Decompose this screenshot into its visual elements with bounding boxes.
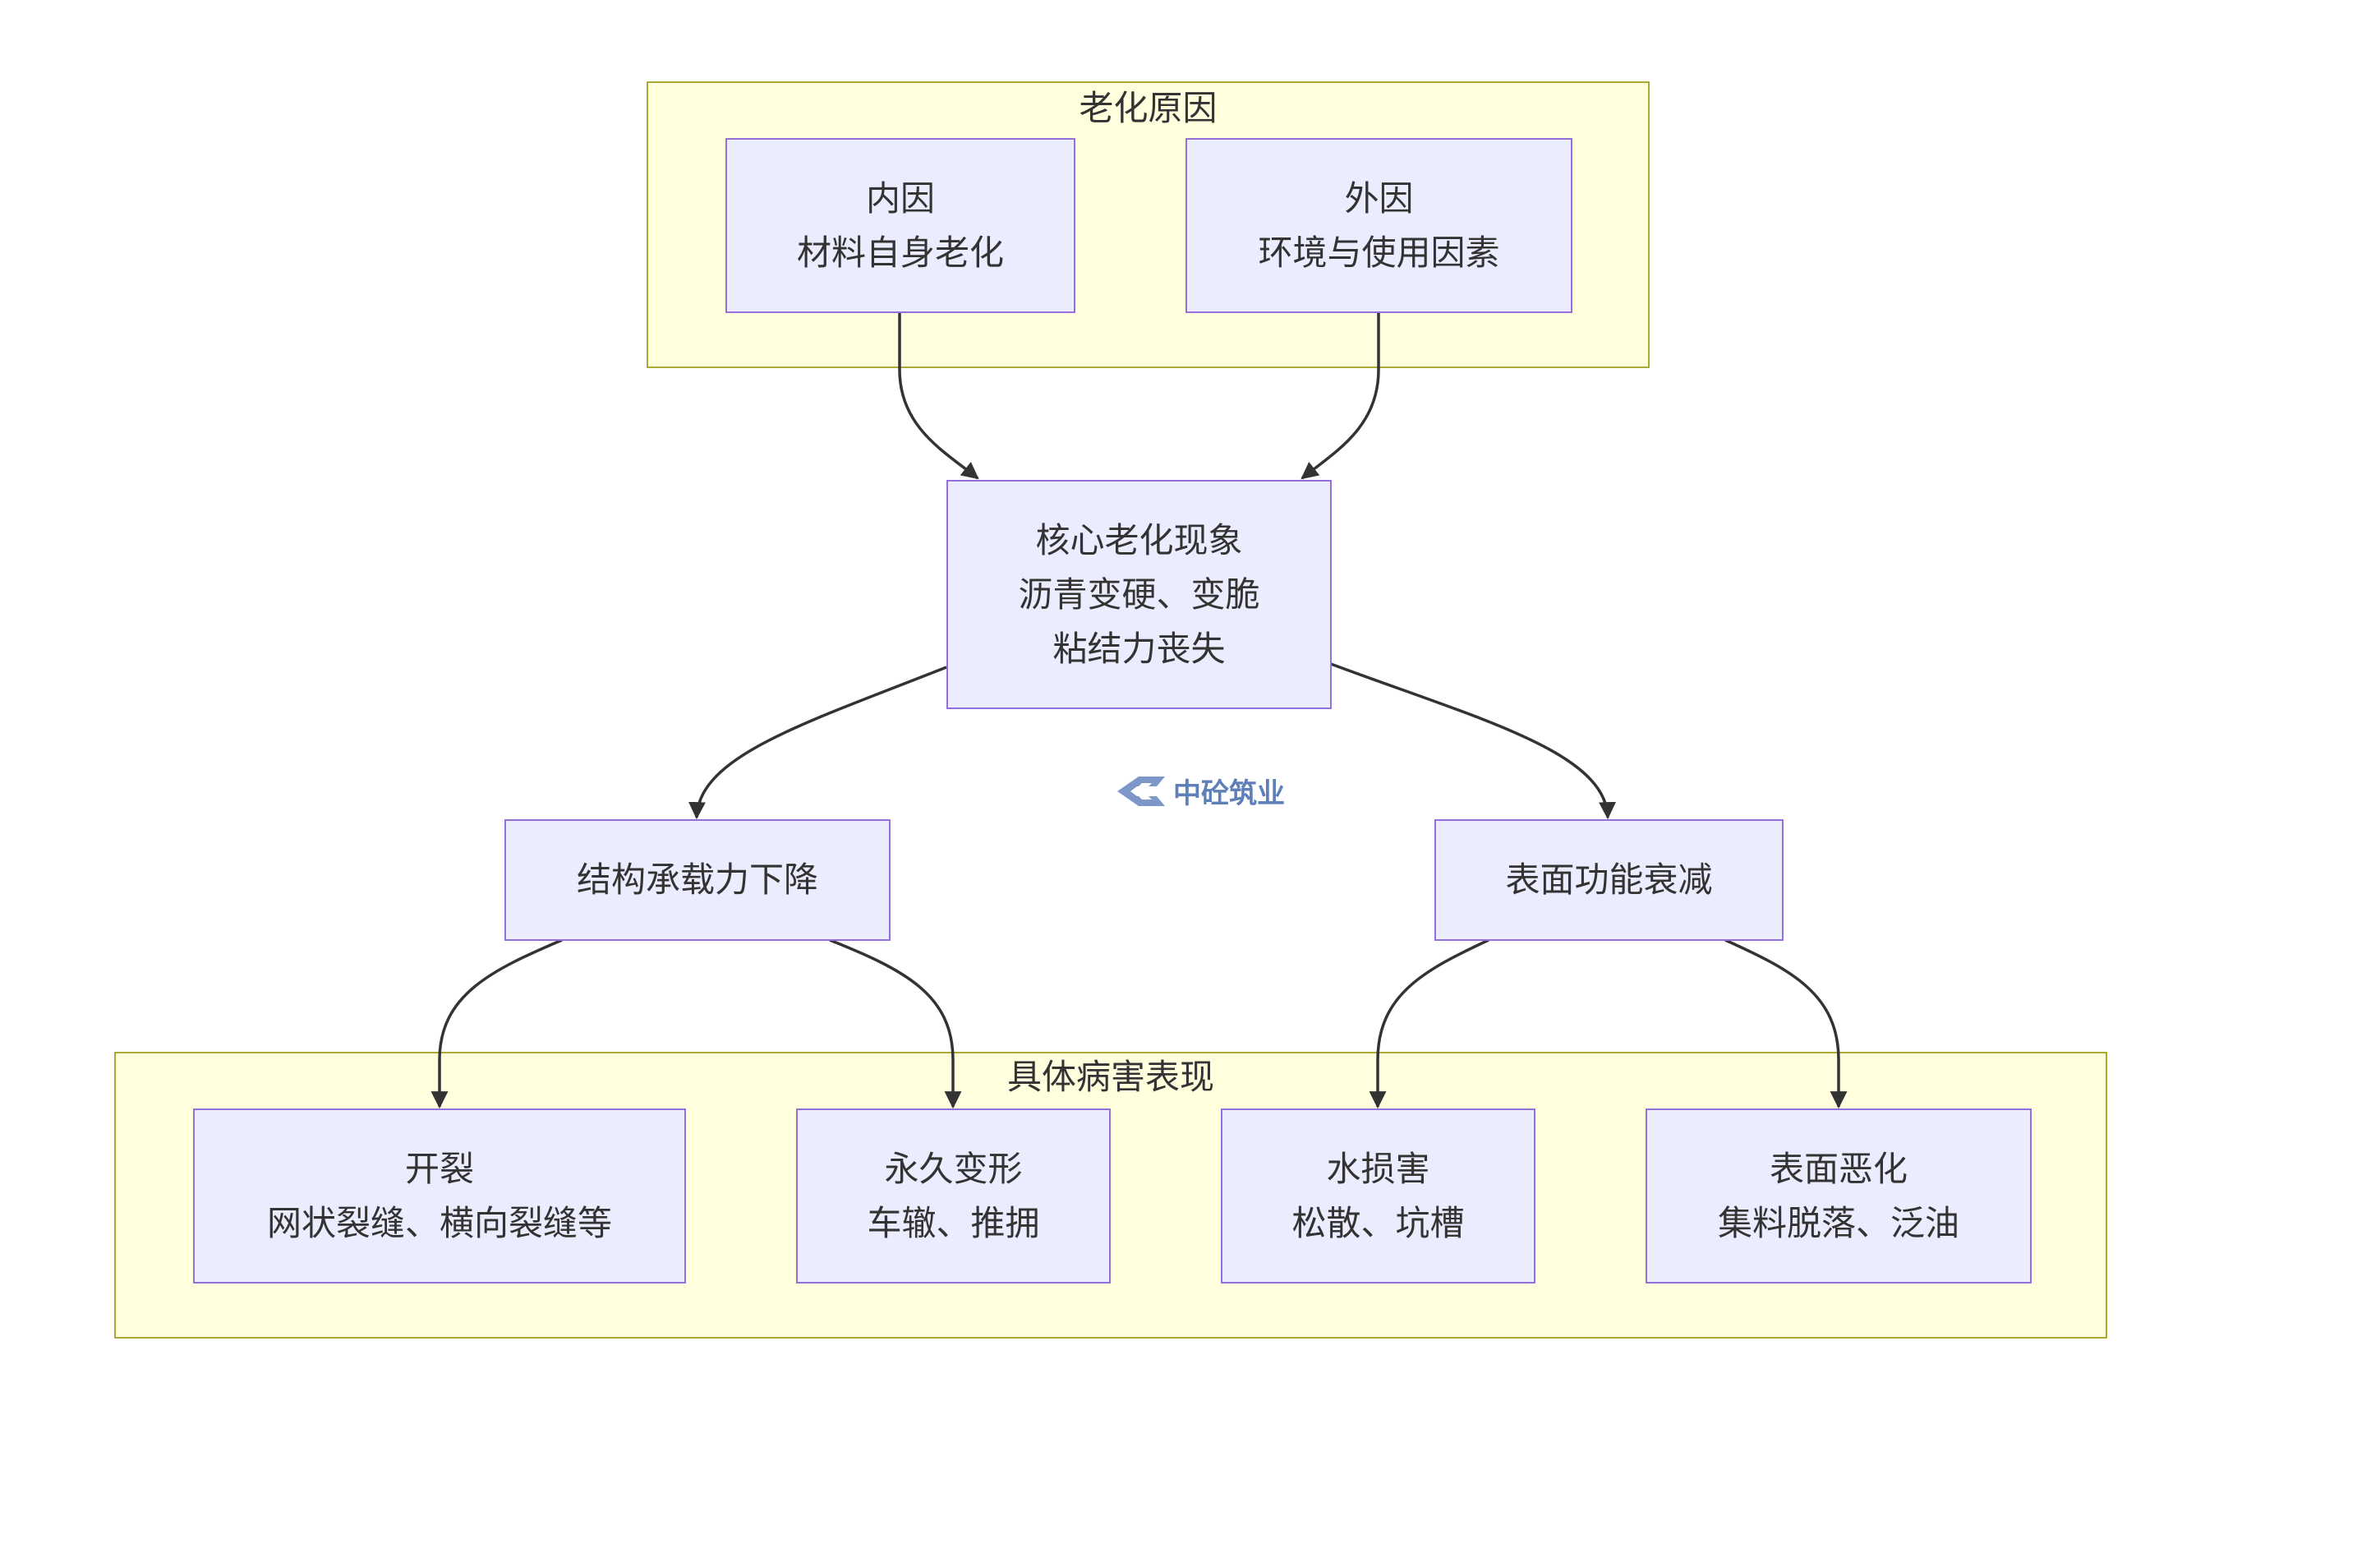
node-deformation-detail: 车辙、推拥 bbox=[867, 1202, 1040, 1243]
cluster-title-damage-manifestations: 具体病害表现 bbox=[1006, 1057, 1214, 1097]
edge-structural-to-deformation bbox=[829, 938, 962, 1109]
node-external-cause-detail: 环境与使用因素 bbox=[1258, 232, 1500, 273]
watermark-text: 中砼筑业 bbox=[1173, 777, 1285, 810]
node-cracking-title: 开裂 bbox=[404, 1148, 474, 1189]
node-water-damage: 水损害 松散、坑槽 bbox=[1221, 1108, 1535, 1284]
node-surface-function-decline: 表面功能衰减 bbox=[1434, 819, 1784, 941]
node-internal-cause-detail: 材料自身老化 bbox=[796, 232, 1004, 273]
node-internal-cause-title: 内因 bbox=[865, 177, 935, 219]
node-surface-function-title: 表面功能衰减 bbox=[1505, 860, 1713, 900]
node-surface-deterioration-detail: 集料脱落、泛油 bbox=[1717, 1202, 1959, 1243]
node-core-title: 核心老化现象 bbox=[1035, 519, 1243, 560]
node-core-detail-1: 沥青变硬、变脆 bbox=[1018, 574, 1260, 615]
node-deformation-title: 永久变形 bbox=[884, 1148, 1023, 1189]
edge-internal-to-core bbox=[898, 312, 979, 480]
node-internal-cause: 内因 材料自身老化 bbox=[725, 138, 1075, 313]
edge-structural-to-cracking bbox=[430, 938, 563, 1109]
watermark: 中砼筑业 bbox=[1114, 771, 1285, 811]
node-external-cause-title: 外因 bbox=[1344, 177, 1414, 219]
node-water-damage-title: 水损害 bbox=[1326, 1148, 1430, 1189]
edge-core-to-structural bbox=[688, 666, 947, 820]
node-external-cause: 外因 环境与使用因素 bbox=[1185, 138, 1572, 313]
edge-surface-function-to-surface-deterioration bbox=[1724, 938, 1848, 1109]
node-cracking: 开裂 网状裂缝、横向裂缝等 bbox=[193, 1108, 686, 1284]
node-water-damage-detail: 松散、坑槽 bbox=[1291, 1202, 1465, 1243]
node-core-detail-2: 粘结力丧失 bbox=[1052, 628, 1226, 669]
node-structural-title: 结构承载力下降 bbox=[576, 860, 818, 900]
node-permanent-deformation: 永久变形 车辙、推拥 bbox=[796, 1108, 1111, 1284]
edge-surface-function-to-water-damage bbox=[1369, 938, 1489, 1109]
node-structural-capacity-decline: 结构承载力下降 bbox=[504, 819, 891, 941]
cluster-title-aging-causes: 老化原因 bbox=[1079, 88, 1218, 128]
node-surface-deterioration-title: 表面恶化 bbox=[1769, 1148, 1908, 1189]
edge-external-to-core bbox=[1300, 312, 1380, 480]
node-cracking-detail: 网状裂缝、横向裂缝等 bbox=[266, 1202, 612, 1243]
edge-core-to-surface-function bbox=[1330, 662, 1616, 820]
watermark-logo-icon bbox=[1117, 776, 1165, 806]
node-surface-deterioration: 表面恶化 集料脱落、泛油 bbox=[1646, 1108, 2032, 1284]
node-core-aging-phenomenon: 核心老化现象 沥青变硬、变脆 粘结力丧失 bbox=[946, 480, 1332, 709]
